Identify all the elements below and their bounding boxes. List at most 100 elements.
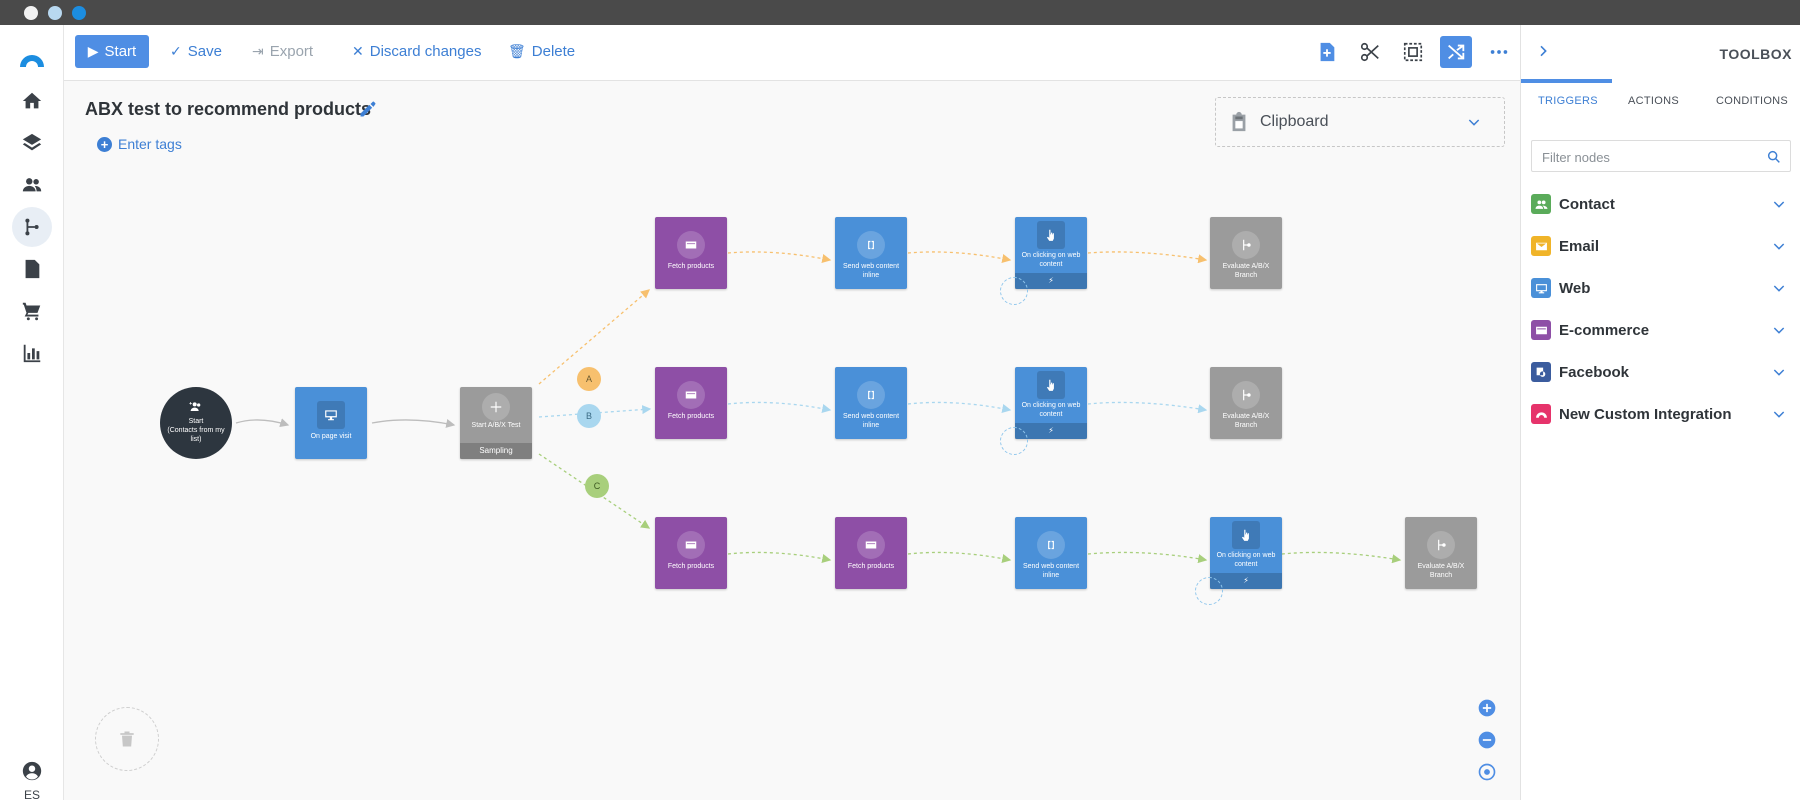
tap-hand-icon xyxy=(1232,521,1260,549)
node-evaluate-abx-branch-a[interactable]: Evaluate A/B/X Branch xyxy=(1210,217,1282,289)
brackets-icon xyxy=(857,381,885,409)
node-send-web-content-b[interactable]: Send web content inline xyxy=(835,367,907,439)
delete-drop-zone[interactable] xyxy=(95,707,159,771)
maximize-window-button[interactable] xyxy=(72,6,86,20)
toolbox-title: TOOLBOX xyxy=(1719,46,1792,62)
clipboard-dropdown[interactable]: Clipboard xyxy=(1215,97,1505,147)
main-sidebar: ES xyxy=(0,25,64,802)
node-on-clicking-web-content-a[interactable]: On clicking on web content ⚡ xyxy=(1015,217,1087,289)
node-fetch-products-a[interactable]: Fetch products xyxy=(655,217,727,289)
loop-connector-a xyxy=(1000,277,1028,305)
nav-documents[interactable] xyxy=(12,249,52,289)
node-on-page-visit[interactable]: On page visit xyxy=(295,387,367,459)
custom-integration-icon xyxy=(1531,404,1551,424)
node-send-web-content-c[interactable]: Send web content inline xyxy=(1015,517,1087,589)
category-label: Contact xyxy=(1559,195,1615,213)
category-label: New Custom Integration xyxy=(1559,405,1732,423)
export-button-label: Export xyxy=(269,43,314,60)
zoom-out-icon xyxy=(1478,731,1496,749)
auto-layout-button[interactable] xyxy=(1440,36,1472,68)
chevron-down-icon xyxy=(1773,243,1785,250)
toolbox-panel: TOOLBOX TRIGGERS ACTIONS CONDITIONS Cont… xyxy=(1520,25,1800,800)
nav-ecommerce[interactable] xyxy=(12,291,52,331)
close-window-button[interactable] xyxy=(24,6,38,20)
node-label: Fetch products xyxy=(667,263,715,270)
node-fetch-products-c1[interactable]: Fetch products xyxy=(655,517,727,589)
bolt-icon: ⚡ xyxy=(1210,573,1282,589)
category-web[interactable]: Web xyxy=(1531,275,1791,301)
start-node[interactable]: Start (Contacts from my list) xyxy=(160,387,232,459)
target-icon xyxy=(1478,763,1496,781)
save-button[interactable]: ✓ Save xyxy=(170,35,222,68)
card-icon xyxy=(857,531,885,559)
nav-home[interactable] xyxy=(12,81,52,121)
nav-reports[interactable] xyxy=(12,333,52,373)
category-contact[interactable]: Contact xyxy=(1531,191,1791,217)
category-label: E-commerce xyxy=(1559,321,1650,339)
node-on-clicking-web-content-b[interactable]: On clicking on web content ⚡ xyxy=(1015,367,1087,439)
search-icon[interactable] xyxy=(1766,149,1782,165)
more-options-button[interactable] xyxy=(1483,36,1515,68)
flow-edges xyxy=(235,251,1402,564)
language-label[interactable]: ES xyxy=(23,788,40,802)
enter-tags-label: Enter tags xyxy=(118,136,182,152)
center-view-button[interactable] xyxy=(1476,761,1498,783)
category-label: Facebook xyxy=(1559,363,1630,381)
category-facebook[interactable]: Facebook xyxy=(1531,359,1791,385)
node-label: On clicking on web content xyxy=(1021,402,1081,418)
plus-icon: + xyxy=(97,136,112,152)
category-ecommerce[interactable]: E-commerce xyxy=(1531,317,1791,343)
node-fetch-products-b[interactable]: Fetch products xyxy=(655,367,727,439)
nav-contacts[interactable] xyxy=(12,165,52,205)
node-evaluate-abx-branch-b[interactable]: Evaluate A/B/X Branch xyxy=(1210,367,1282,439)
tab-triggers[interactable]: TRIGGERS xyxy=(1538,95,1598,107)
node-evaluate-abx-branch-c[interactable]: Evaluate A/B/X Branch xyxy=(1405,517,1477,589)
chevron-down-icon xyxy=(1773,411,1785,418)
node-start-abx-test[interactable]: Start A/B/X Test Sampling xyxy=(460,387,532,459)
trash-icon xyxy=(120,731,134,747)
category-email[interactable]: Email xyxy=(1531,233,1791,259)
start-button-label: Start xyxy=(104,43,137,60)
flow-canvas[interactable]: ABX test to recommend products + Enter t… xyxy=(64,81,1520,800)
select-area-button[interactable] xyxy=(1397,36,1429,68)
tab-conditions[interactable]: CONDITIONS xyxy=(1716,95,1789,107)
discard-changes-button[interactable]: ✕ Discard changes xyxy=(352,35,481,68)
play-icon: ▶ xyxy=(87,43,99,59)
delete-button[interactable]: 🗑 Delete xyxy=(508,35,575,68)
export-icon: ⇥ xyxy=(252,43,264,59)
monitor-icon xyxy=(317,401,345,429)
enter-tags-button[interactable]: + Enter tags xyxy=(97,136,182,152)
node-label: Evaluate A/B/X Branch xyxy=(1222,263,1270,279)
nav-content[interactable] xyxy=(12,123,52,163)
add-note-button[interactable] xyxy=(1311,36,1343,68)
tab-actions[interactable]: ACTIONS xyxy=(1628,95,1679,107)
pencil-icon[interactable] xyxy=(358,99,378,119)
filter-nodes-input[interactable] xyxy=(1542,147,1752,167)
bar-chart-icon xyxy=(23,344,41,363)
node-label: Start A/B/X Test xyxy=(471,422,521,429)
nav-automation[interactable] xyxy=(12,207,52,247)
zoom-in-icon xyxy=(1478,699,1496,717)
flow-branch-icon xyxy=(25,218,39,236)
node-sub-label: Sampling xyxy=(460,443,532,459)
export-button[interactable]: ⇥ Export xyxy=(252,35,313,68)
minimize-window-button[interactable] xyxy=(48,6,62,20)
node-label: Fetch products xyxy=(667,413,715,420)
evaluate-branch-icon xyxy=(1232,231,1260,259)
facebook-icon xyxy=(1531,362,1551,382)
node-label: Send web content inline xyxy=(1022,563,1080,579)
loop-connector-c xyxy=(1195,577,1223,605)
zoom-out-button[interactable] xyxy=(1476,729,1498,751)
cut-button[interactable] xyxy=(1354,36,1386,68)
chevron-down-icon xyxy=(1773,201,1785,208)
category-new-custom-integration[interactable]: New Custom Integration xyxy=(1531,401,1791,427)
node-on-clicking-web-content-c[interactable]: On clicking on web content ⚡ xyxy=(1210,517,1282,589)
start-button[interactable]: ▶ Start xyxy=(75,35,149,68)
node-fetch-products-c2[interactable]: Fetch products xyxy=(835,517,907,589)
chevron-right-icon[interactable] xyxy=(1535,43,1551,59)
node-label: Fetch products xyxy=(667,563,715,570)
discard-button-label: Discard changes xyxy=(369,43,482,60)
user-menu[interactable]: ES xyxy=(16,760,48,802)
node-send-web-content-a[interactable]: Send web content inline xyxy=(835,217,907,289)
zoom-in-button[interactable] xyxy=(1476,697,1498,719)
